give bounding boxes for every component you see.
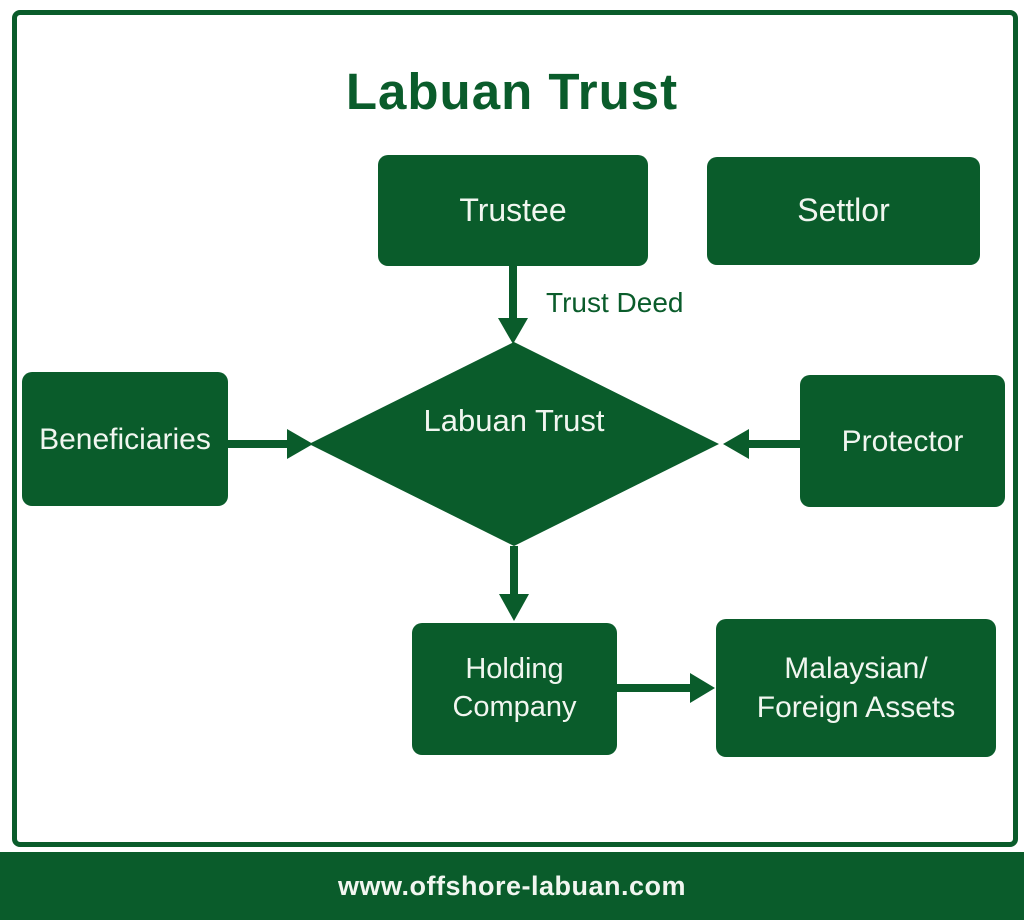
holding-company-label-line1: Holding (465, 653, 564, 686)
node-beneficiaries: Beneficiaries (22, 372, 228, 506)
node-trust-diamond-label: Labuan Trust (389, 399, 639, 442)
node-beneficiaries-label: Beneficiaries (39, 422, 211, 456)
arrow-trust-to-holding (499, 546, 529, 621)
node-protector-label: Protector (841, 424, 964, 458)
trust-diamond-shape (309, 342, 719, 546)
trust-deed-edge-label: Trust Deed (546, 287, 684, 318)
arrow-beneficiaries-to-trust (228, 429, 313, 459)
assets-label-line1: Malaysian/ (784, 652, 928, 685)
arrow-protector-to-trust (723, 429, 800, 459)
node-trustee-label: Trustee (459, 191, 567, 228)
trust-label-line1: Labuan (423, 403, 527, 438)
arrow-trustee-to-trust (498, 266, 528, 344)
node-protector: Protector (800, 375, 1005, 507)
trust-label-line2: Trust (535, 403, 605, 438)
footer-bar: www.offshore-labuan.com (0, 852, 1024, 920)
arrow-holding-to-assets (617, 673, 715, 703)
footer-website-url: www.offshore-labuan.com (337, 870, 687, 901)
node-trustee: Trustee (378, 155, 648, 266)
node-settlor: Settlor (707, 157, 980, 265)
node-settlor-label: Settlor (797, 192, 890, 229)
holding-company-label-line2: Company (452, 691, 577, 723)
diagram-title: Labuan Trust (345, 63, 679, 120)
node-holding-company: Holding Company (412, 623, 617, 755)
assets-label-line2: Foreign Assets (756, 691, 956, 724)
diagram-border-frame (12, 10, 1018, 847)
node-malaysian-foreign-assets: Malaysian/ Foreign Assets (716, 619, 996, 757)
